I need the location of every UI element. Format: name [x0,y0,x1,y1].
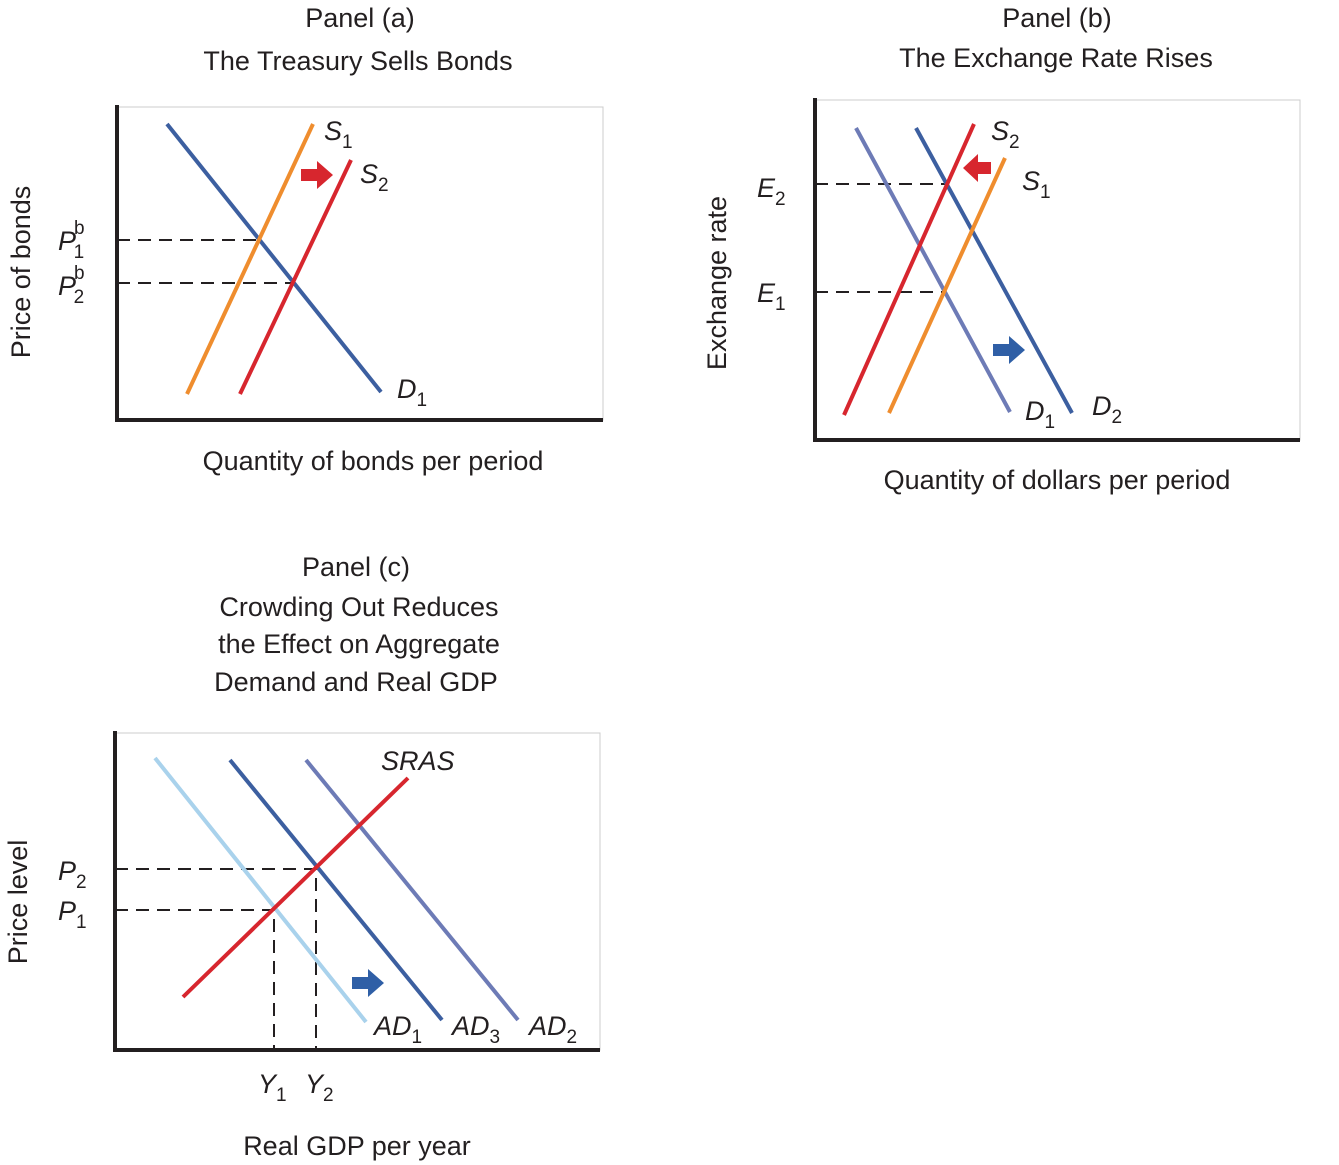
arrow-right-icon [301,161,333,189]
x-axis-label: Quantity of bonds per period [203,446,544,476]
ad3-curve [228,758,444,1022]
label-s2: S2 [991,116,1020,153]
ad2-curve [304,758,520,1022]
panel-c: Panel (c) Crowding Out Reduces the Effec… [3,552,601,1161]
label-ad2: AD2 [527,1011,577,1048]
label-s2: S2 [360,159,389,196]
supply-curve-s1 [185,123,315,395]
demand-curve-d1 [165,122,383,394]
panel-a-title: The Treasury Sells Bonds [203,46,512,76]
tick-p2: P2 [58,856,87,893]
demand-curve-d2 [914,127,1074,414]
axes [813,98,1300,442]
x-axis-label: Real GDP per year [243,1131,471,1161]
panel-b-label: Panel (b) [1002,3,1112,33]
tick-y2: Y2 [305,1069,334,1106]
tick-p1: P1 [58,896,87,933]
supply-curve-s2 [842,123,976,416]
arrow-right-icon [993,336,1025,364]
label-ad3: AD3 [450,1011,500,1048]
tick-e1: E1 [757,278,786,315]
panel-c-title-line: Crowding Out Reduces [219,592,498,622]
label-sras: SRAS [381,746,455,776]
label-d1: D1 [1025,396,1055,433]
panel-b-title: The Exchange Rate Rises [899,43,1213,73]
arrow-right-icon [352,969,384,997]
axes [115,105,603,422]
x-axis-label: Quantity of dollars per period [884,465,1231,495]
tick-e2: E2 [757,173,786,210]
supply-curve-s2 [238,159,353,395]
panel-a-label: Panel (a) [305,3,415,33]
label-s1: S1 [324,116,353,153]
y-axis-label: Exchange rate [702,196,732,370]
label-ad1: AD1 [372,1011,422,1048]
sras-curve [181,776,410,999]
plot-area [114,732,601,1051]
label-d2: D2 [1092,391,1122,428]
label-s1: S1 [1022,166,1051,203]
tick-y1: Y1 [258,1069,287,1106]
y-axis-label: Price of bonds [6,186,36,359]
panel-c-title-line: Demand and Real GDP [214,667,498,697]
axes [113,731,600,1052]
label-d1: D1 [397,374,427,411]
y-axis-label: Price level [3,840,33,965]
panel-a: Panel (a) The Treasury Sells Bonds S1 S2… [6,3,604,476]
arrow-left-icon [963,154,991,182]
panel-c-title-line: the Effect on Aggregate [218,629,500,659]
demand-curve-d1 [854,127,1012,413]
ad1-curve [153,756,368,1024]
panel-b: Panel (b) The Exchange Rate Rises S2 S1 … [702,3,1301,495]
panel-c-label: Panel (c) [302,552,410,582]
supply-curve-s1 [887,157,1007,414]
